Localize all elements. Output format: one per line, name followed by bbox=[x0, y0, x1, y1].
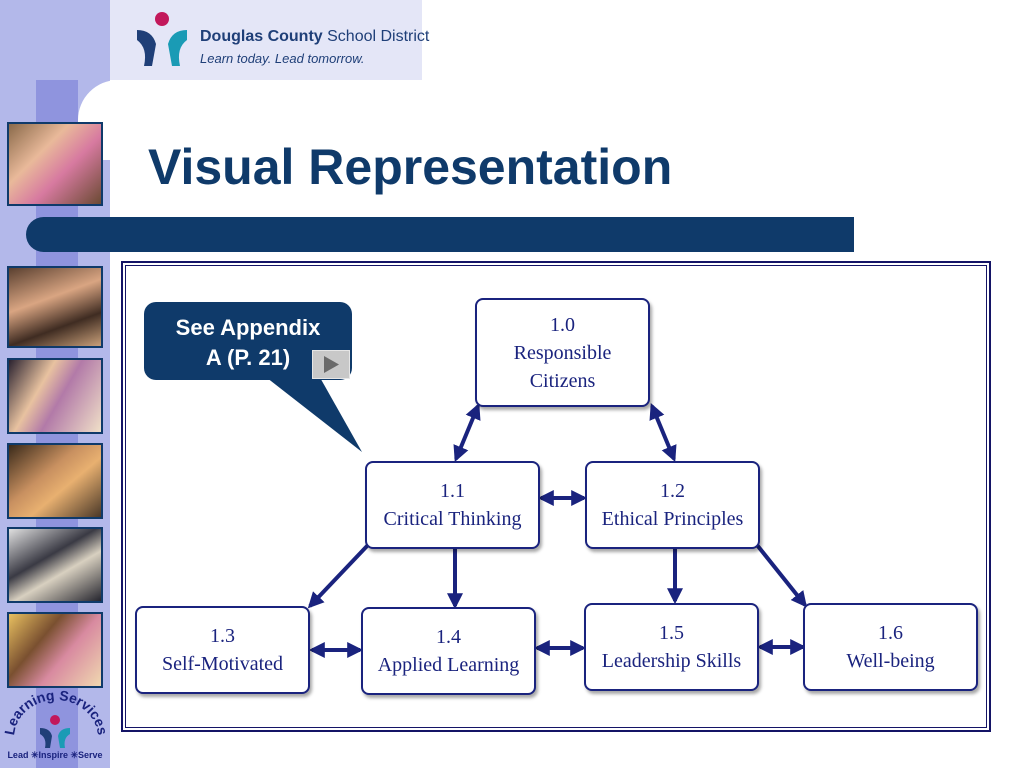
district-logo bbox=[110, 0, 422, 80]
node-self-motivated: 1.3 Self-Motivated bbox=[135, 606, 310, 694]
learning-services-logo: Learning Services Lead ✳Inspire ✳Serve bbox=[0, 687, 111, 768]
title-underline-bar bbox=[26, 217, 854, 252]
node-label: Critical Thinking bbox=[383, 508, 522, 530]
arrow-11-13 bbox=[307, 543, 370, 609]
node-number: 1.1 bbox=[440, 480, 465, 502]
photo-students-4 bbox=[7, 443, 103, 519]
node-number: 1.0 bbox=[550, 313, 575, 336]
callout-line-1: See Appendix bbox=[175, 315, 321, 340]
learning-services-emblem: Learning Services Lead ✳Inspire ✳Serve bbox=[1, 687, 111, 760]
photo-students-3 bbox=[7, 358, 103, 434]
node-number: 1.4 bbox=[436, 626, 461, 648]
node-well-being: 1.6 Well-being bbox=[803, 603, 978, 691]
district-logo-icon bbox=[137, 12, 187, 66]
node-label: Self-Motivated bbox=[161, 653, 284, 675]
node-applied-learning: 1.4 Applied Learning bbox=[361, 607, 536, 695]
node-number: 1.6 bbox=[878, 622, 903, 644]
node-number: 1.3 bbox=[210, 625, 235, 647]
arrow-10-12 bbox=[649, 403, 677, 462]
play-button[interactable] bbox=[312, 350, 350, 379]
diagram-frame-inner bbox=[125, 265, 987, 728]
photo-students-5 bbox=[7, 527, 103, 603]
appendix-callout-text: See Appendix A (P. 21) bbox=[144, 313, 352, 373]
node-label: Citizens bbox=[529, 369, 596, 392]
node-ethical-principles: 1.2 Ethical Principles bbox=[585, 461, 760, 549]
node-leadership-skills: 1.5 Leadership Skills bbox=[584, 603, 759, 691]
node-label: Well-being bbox=[846, 650, 935, 672]
arrow-12-16 bbox=[755, 543, 807, 608]
photo-students-6 bbox=[7, 612, 103, 688]
district-tagline: Learn today. Lead tomorrow. bbox=[200, 51, 365, 66]
district-name: Douglas County School District bbox=[200, 28, 430, 45]
play-icon bbox=[324, 356, 339, 373]
node-label: Responsible bbox=[513, 341, 612, 364]
learning-services-motto: Lead ✳Inspire ✳Serve bbox=[7, 750, 102, 760]
node-responsible-citizens: 1.0 Responsible Citizens bbox=[475, 298, 650, 407]
node-number: 1.2 bbox=[660, 480, 685, 502]
arrow-10-11 bbox=[453, 403, 481, 462]
node-label: Leadership Skills bbox=[601, 650, 742, 672]
callout-line-2: A (P. 21) bbox=[205, 345, 291, 370]
node-critical-thinking: 1.1 Critical Thinking bbox=[365, 461, 540, 549]
photo-students-2 bbox=[7, 266, 103, 348]
slide-title: Visual Representation bbox=[148, 139, 673, 195]
photo-students-1 bbox=[7, 122, 103, 206]
node-label: Ethical Principles bbox=[601, 508, 744, 530]
node-number: 1.5 bbox=[659, 622, 684, 644]
node-label: Applied Learning bbox=[377, 654, 520, 676]
